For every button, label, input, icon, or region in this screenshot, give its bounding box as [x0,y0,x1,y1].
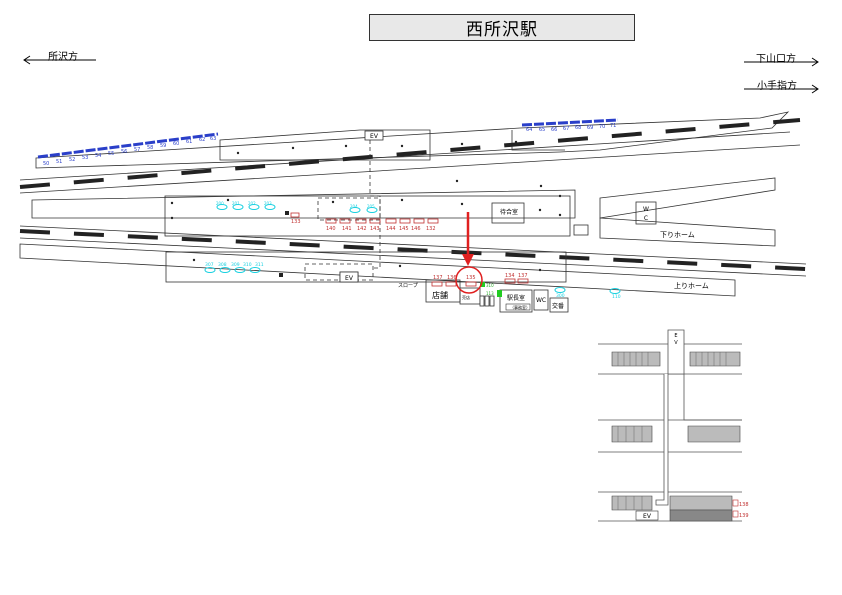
car-number-53: 53 [82,155,88,161]
car-number-60: 60 [173,141,179,147]
direction-right-top-label: 下山口方 [756,54,796,65]
cyan-number-110: 110 [612,294,621,300]
side-number-139: 139 [739,513,749,519]
car-number-63: 63 [210,136,216,142]
cyan-number-307: 307 [205,262,214,268]
direction-right-bottom-label: 小手指方 [757,81,797,92]
tracks [19,118,807,277]
bench-number-146: 146 [411,226,421,232]
side-ev-label: EV [643,513,652,520]
car-number-64: 64 [526,127,532,133]
lockers [479,295,495,307]
car-number-57: 57 [134,147,140,153]
page-title: 西所沢駅 [369,14,635,41]
car-number-61: 61 [186,139,192,145]
car-number-68: 68 [575,125,581,131]
car-number-65: 65 [539,127,545,133]
shop-sub-label: 売店 [462,294,470,300]
car-number-71: 71 [610,123,616,129]
direction-arrows [23,55,819,94]
car-number-52: 52 [69,157,75,163]
car-number-59: 59 [160,143,166,149]
bench-number-134: 134 [505,273,515,279]
car-number-58: 58 [147,145,153,151]
walkway [369,140,381,269]
cyan-number-310: 310 [243,262,252,268]
car-number-55: 55 [108,151,114,157]
cyan-number-300: 300 [556,293,565,299]
cyan-number-200: 200 [216,201,224,206]
ev-label-bottom: EV [345,275,354,282]
car-number-69: 69 [587,125,593,131]
lower-platform [19,243,736,313]
side-number-138: 138 [739,502,749,508]
green-number-310: 310 [486,283,494,288]
bench-number-137: 137 [433,275,443,281]
down-platform-label: 下りホーム [660,231,695,239]
car-number-50: 50 [43,161,49,167]
bench-number-133: 133 [291,219,301,225]
upper-structure [219,129,431,161]
upper-platform-edge [35,111,790,169]
bench-number-132: 132 [426,226,436,232]
green-marker-1 [480,282,485,287]
bench-number-135: 135 [466,275,476,281]
location-highlight [455,212,483,294]
bench-number-136: 136 [447,275,457,281]
cyan-number-201: 201 [232,201,240,206]
car-number-70: 70 [599,124,605,130]
car-number-56: 56 [121,149,127,155]
ev-box-bottom [339,271,359,283]
ev-box-top [364,130,384,141]
cyan-items-bottom [204,267,621,294]
cyan-number-205: 205 [367,204,375,209]
wc-label-bottom: C [644,215,648,222]
slope-label: スロープ [398,283,418,289]
cyan-number-202: 202 [248,201,256,206]
bench-number-141: 141 [342,226,352,232]
bench-number-142: 142 [357,226,367,232]
bench-number-144: 144 [386,226,396,232]
bench-number-140: 140 [326,226,336,232]
car-stop-markers-left [37,132,219,159]
car-number-54: 54 [95,153,101,159]
cyan-number-203: 203 [264,201,272,206]
pillars [170,140,562,272]
waiting-room-label: 待合室 [500,208,518,216]
cyan-number-204: 204 [350,204,358,209]
car-stop-markers-right [521,118,619,127]
cyan-number-308: 308 [218,262,227,268]
up-platform-label: 上りホーム [674,281,709,290]
bench-number-143: 143 [370,226,380,232]
green-marker-2 [497,290,502,297]
red-benches [290,212,529,287]
wc-label-top: W [643,206,649,213]
car-number-67: 67 [563,126,569,132]
car-number-62: 62 [199,137,205,143]
station-office-sub-label: （事務室） [510,304,530,310]
wc-small-label: WC [536,297,546,304]
cyan-number-309: 309 [231,262,240,268]
koban-label: 交番 [552,302,564,310]
car-number-66: 66 [551,127,557,133]
cyan-items-top [216,204,378,213]
side-ev-vertical-e: E [674,333,677,339]
direction-left-label: 所沢方 [48,52,78,63]
bench-number-137b: 137 [518,273,528,279]
green-number-113: 113 [486,291,494,296]
side-ev-vertical-v: V [674,340,678,346]
shop-label: 店舗 [432,290,448,300]
bench-number-145: 145 [399,226,409,232]
cyan-number-311: 311 [255,262,264,268]
ev-label-top: EV [370,133,379,140]
station-office-label: 駅長室 [507,294,525,302]
side-elevation-view: EV E V 138 139 [598,329,749,522]
car-number-51: 51 [56,159,62,165]
